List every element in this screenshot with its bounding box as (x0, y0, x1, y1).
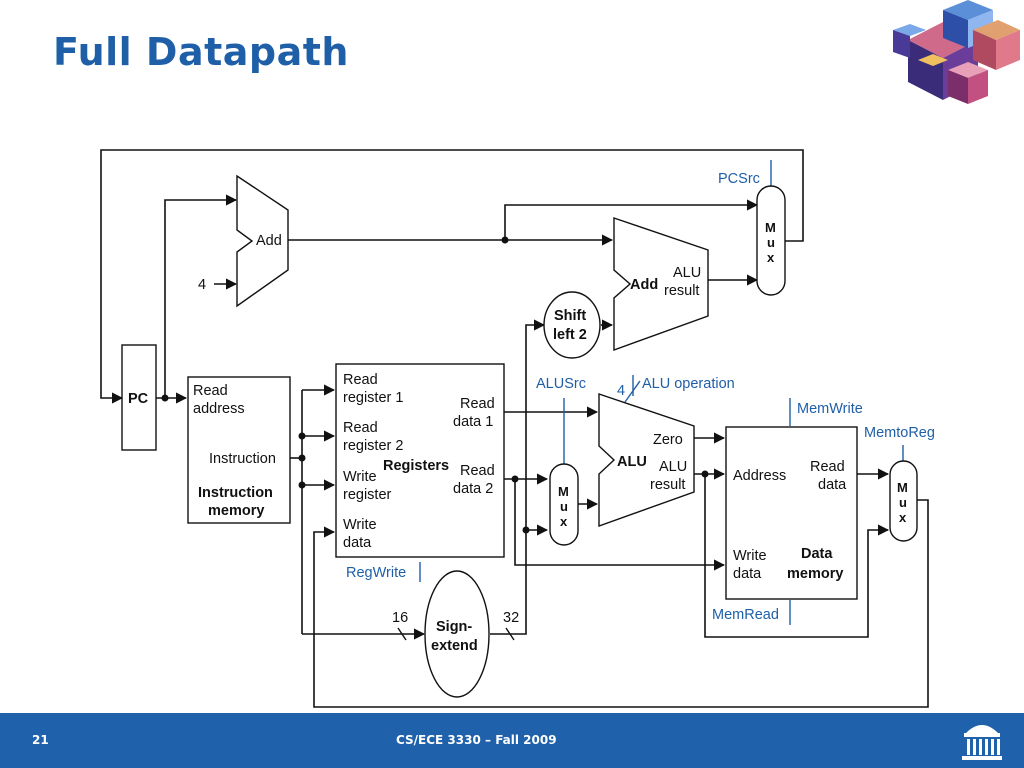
im-instruction-label: Instruction (209, 451, 276, 467)
alu-zero-label: Zero (653, 432, 683, 448)
pc-adder-label: Add (256, 233, 282, 249)
branch-adder-out1: ALU (673, 265, 701, 281)
reg-wd-line2: data (343, 535, 372, 551)
slide-title: Full Datapath (53, 30, 349, 74)
alusrc-mux-x: x (560, 514, 568, 529)
alu (598, 393, 695, 527)
bus-width-slashes (397, 627, 515, 641)
memread-label: MemRead (712, 607, 779, 623)
dm-name-line2: memory (787, 566, 843, 582)
shift-left-2 (543, 291, 601, 359)
reg-rd1-line2: data 1 (453, 414, 493, 430)
branch-adder (613, 217, 709, 351)
alu-operation-label: ALU operation (642, 376, 735, 392)
cube-logo (893, 0, 1020, 104)
wire-pc-feedback (100, 149, 804, 404)
alu-label: ALU (617, 454, 647, 470)
footer-bar: 21 CS/ECE 3330 – Fall 2009 (0, 713, 1024, 768)
control-lines (419, 160, 904, 625)
reg-rd2-line2: data 2 (453, 481, 493, 497)
course-info: CS/ECE 3330 – Fall 2009 (396, 733, 557, 747)
reg-rr2-line2: register 2 (343, 438, 403, 454)
memwrite-label: MemWrite (797, 401, 863, 417)
sign-extend-in-width: 16 (392, 610, 408, 626)
alu-result-line1: ALU (659, 459, 687, 475)
dm-write-line2: data (733, 566, 762, 582)
regwrite-label: RegWrite (346, 565, 406, 581)
wires (100, 149, 929, 708)
wire-alu-bypass (704, 474, 890, 638)
sign-extend-line2: extend (431, 638, 478, 654)
reg-rr1-line2: register 1 (343, 390, 403, 406)
reg-wd-line1: Write (343, 517, 377, 533)
cube-cluster (893, 0, 1020, 104)
memtoreg-mux-m: M (897, 480, 908, 495)
reg-rr1-line1: Read (343, 372, 378, 388)
dm-read-line2: data (818, 477, 847, 493)
memtoreg-mux-u: u (899, 495, 907, 510)
pcsrc-mux-x: x (767, 250, 775, 265)
pcsrc-mux-u: u (767, 235, 775, 250)
im-name-line2: memory (208, 503, 264, 519)
instruction-memory (187, 376, 291, 524)
reg-rd2-line1: Read (460, 463, 495, 479)
reg-rr2-line1: Read (343, 420, 378, 436)
data-memory (725, 426, 858, 600)
im-name-line1: Instruction (198, 485, 273, 501)
pc-label: PC (128, 391, 149, 407)
wire-rd2-to-mem (514, 479, 726, 571)
pcsrc-mux (756, 185, 786, 296)
wire-signext-out (490, 319, 546, 635)
shift-line1: Shift (554, 308, 586, 324)
sign-extend-out-width: 32 (503, 610, 519, 626)
memtoreg-mux (889, 460, 918, 542)
reg-name: Registers (383, 458, 449, 474)
alu-result-line2: result (650, 477, 685, 493)
register-file (335, 363, 505, 558)
alusrc-label: ALUSrc (536, 376, 586, 392)
datapath-diagram: PC Add 4 Read address Instruction Instru… (100, 149, 935, 708)
sign-extend-line1: Sign- (436, 619, 472, 635)
shift-line2: left 2 (553, 327, 587, 343)
branch-adder-label: Add (630, 277, 658, 293)
dm-read-line1: Read (810, 459, 845, 475)
page-number: 21 (32, 733, 49, 747)
alu-op-width: 4 (617, 383, 625, 399)
im-address-label: address (193, 401, 245, 417)
wire-writeback (313, 499, 929, 708)
dm-address-label: Address (733, 468, 786, 484)
reg-rd1-line1: Read (460, 396, 495, 412)
reg-wr-line1: Write (343, 469, 377, 485)
pcsrc-mux-m: M (765, 220, 776, 235)
rotunda-icon (962, 725, 1002, 760)
branch-adder-out2: result (664, 283, 699, 299)
wire-add-to-pcmux (504, 199, 759, 240)
im-read-label: Read (193, 383, 228, 399)
alusrc-mux-m: M (558, 484, 569, 499)
sign-extend (424, 570, 490, 698)
memtoreg-label: MemtoReg (864, 425, 935, 441)
pc-register (121, 344, 157, 451)
dm-name-line1: Data (801, 546, 833, 562)
pcsrc-label: PCSrc (718, 171, 760, 187)
pc-adder (236, 174, 289, 308)
dm-write-line1: Write (733, 548, 767, 564)
const-4-label: 4 (198, 277, 206, 293)
memtoreg-mux-x: x (899, 510, 907, 525)
junction-dots (161, 236, 709, 534)
alusrc-mux (549, 463, 579, 546)
wire-pc-to-add (164, 194, 238, 398)
reg-wr-line2: register (343, 487, 392, 503)
alusrc-mux-u: u (560, 499, 568, 514)
